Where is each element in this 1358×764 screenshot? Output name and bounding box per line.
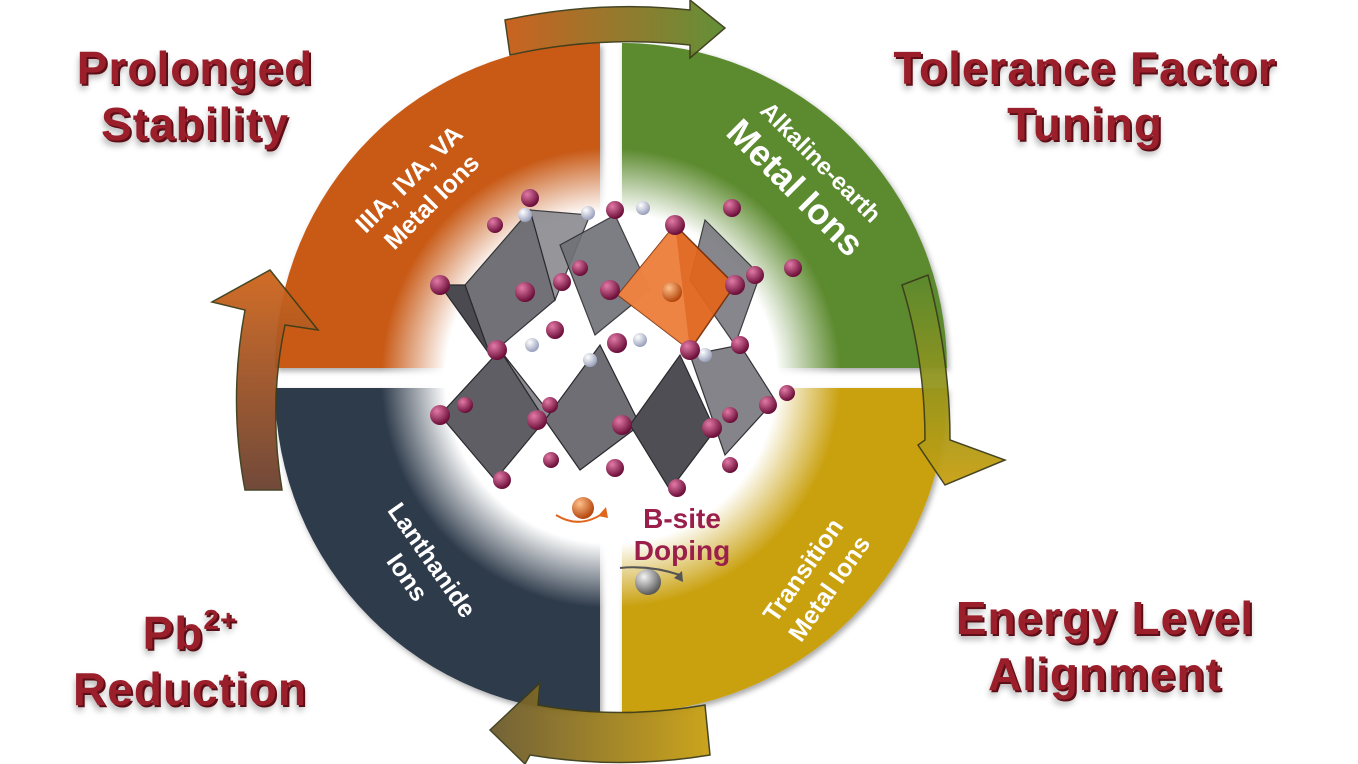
halide-atom (665, 215, 685, 235)
corner-bl-line2: Reduction (73, 663, 307, 715)
halide-atom (722, 457, 738, 473)
center-label-line1: B-site (643, 503, 721, 534)
halide-atom (487, 217, 503, 233)
halide-atom (457, 397, 473, 413)
a-site-atom (636, 201, 650, 215)
halide-atom (521, 189, 539, 207)
corner-title-bottom-left: Pb2+ Reduction (40, 592, 340, 717)
a-site-atom (633, 333, 647, 347)
exchange-arrow-icon (619, 566, 681, 576)
corner-tr-line1: Tolerance Factor (893, 42, 1277, 94)
corner-title-top-left: Prolonged Stability (55, 40, 335, 152)
halide-atom (487, 340, 507, 360)
halide-atom (779, 385, 795, 401)
halide-atom (612, 415, 632, 435)
doped-octahedron-face (618, 225, 690, 350)
halide-atom (731, 336, 749, 354)
halide-atom (784, 259, 802, 277)
arrow-left (209, 269, 320, 491)
halide-atom (606, 201, 624, 219)
corner-br-line1: Energy Level (955, 592, 1255, 644)
octahedron (438, 284, 491, 356)
exchange-arrowhead-icon (674, 571, 683, 582)
corner-tr-line2: Tuning (1007, 98, 1163, 150)
halide-atoms (430, 189, 802, 497)
halide-atom (493, 471, 511, 489)
halide-atom (723, 199, 741, 217)
center-label-line2: Doping (634, 535, 730, 566)
corner-bl-sup: 2+ (203, 604, 238, 635)
doping-annotation: B-site Doping (555, 497, 730, 595)
arrow-top (504, 0, 727, 60)
dopant-ion-icon (572, 497, 594, 519)
lead-ion-icon (635, 569, 661, 595)
halide-atom (746, 266, 764, 284)
halide-atom (542, 397, 558, 413)
halide-atom (553, 273, 571, 291)
corner-tl-line1: Prolonged (76, 42, 314, 94)
corner-bl-base: Pb (142, 607, 204, 659)
arrow-bottom (488, 681, 711, 764)
arrow-right (901, 273, 1008, 486)
halide-atom (430, 275, 450, 295)
corner-br-line2: Alignment (988, 648, 1222, 700)
halide-atom (543, 452, 559, 468)
halide-atom (668, 479, 686, 497)
a-site-atom (518, 208, 532, 222)
halide-atom (680, 340, 700, 360)
corner-bl-line1: Pb2+ (40, 592, 340, 661)
halide-atom (722, 407, 738, 423)
halide-atom (546, 321, 564, 339)
halide-atom (572, 260, 588, 276)
halide-atom (606, 459, 624, 477)
a-site-atom (581, 206, 595, 220)
halide-atom (759, 396, 777, 414)
dopant-atom (662, 282, 682, 302)
a-site-atoms (518, 201, 712, 367)
halide-atom (725, 275, 745, 295)
corner-tl-line2: Stability (101, 98, 289, 150)
halide-atom (430, 405, 450, 425)
halide-atom (527, 410, 547, 430)
exchange-arrowhead-icon (598, 507, 608, 518)
halide-atom (600, 280, 620, 300)
a-site-atom (698, 348, 712, 362)
cycle-arrows (209, 0, 1008, 764)
halide-atom (607, 333, 627, 353)
corner-title-top-right: Tolerance Factor Tuning (860, 40, 1310, 152)
octahedra (438, 208, 776, 492)
perovskite-structure (430, 189, 802, 497)
a-site-atom (583, 353, 597, 367)
halide-atom (702, 418, 722, 438)
halide-atom (515, 282, 535, 302)
corner-title-bottom-right: Energy Level Alignment (930, 590, 1280, 702)
a-site-atom (525, 338, 539, 352)
